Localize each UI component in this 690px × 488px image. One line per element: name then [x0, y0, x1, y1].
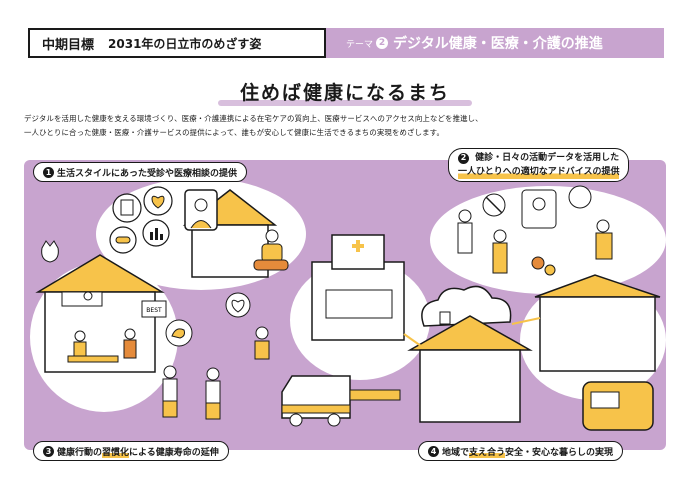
callout-4-text-a: 地域で	[442, 447, 470, 458]
vision-label: 2031年の日立市のめざす姿	[108, 36, 262, 51]
theme-title: デジタル健康・医療・介護の推進	[393, 36, 603, 52]
doctor-video-call-icon	[184, 189, 218, 231]
running-person-icon	[254, 326, 270, 360]
hospital-icon	[311, 234, 405, 341]
header-theme-box: テーマ 2 デジタル健康・医療・介護の推進	[326, 28, 664, 58]
family-at-table-icon	[67, 328, 137, 363]
exercise-sign-icon	[568, 185, 592, 209]
community-bus-icon	[582, 381, 654, 431]
exercise-people-icon	[162, 365, 221, 420]
page-header: 中期目標 2031年の日立市のめざす姿 テーマ 2 デジタル健康・医療・介護の推…	[28, 28, 664, 58]
goal-label: 中期目標	[42, 37, 95, 53]
page-title: 住めば健康になるまち	[239, 82, 450, 104]
cat-icon	[41, 240, 59, 263]
no-smoking-icon	[482, 193, 506, 217]
callout-4-number: 4	[428, 445, 439, 457]
title-underline	[218, 100, 472, 106]
chat-bubble-heart-icon-2	[225, 292, 251, 318]
callout-2: 2 健診・日々の活動データを活用した 一人ひとりへの適切なアドバイスの提供	[448, 148, 630, 182]
description: デジタルを活用した健康を支える環境づくり、医療・介護連携による在宅ケアの質向上、…	[24, 112, 674, 140]
advisor-screen-icon	[521, 189, 557, 229]
chat-bubble-chart-icon	[142, 219, 170, 247]
person-sitting-icon	[253, 229, 289, 271]
callout-2-line-1-text: 健診・日々の活動データを活用した	[475, 153, 620, 163]
chat-bubble-muscle-icon	[165, 319, 193, 347]
best-sign-label: BEST	[146, 307, 162, 314]
food-icon	[531, 256, 556, 276]
callout-1: 1 生活スタイルにあった受診や医療相談の提供	[33, 162, 248, 182]
chat-bubble-heart-icon	[143, 186, 173, 216]
callout-3-text-b: 習慣化	[102, 444, 130, 458]
callout-4-text-b: 支え合う	[469, 444, 506, 458]
description-line-1: デジタルを活用した健康を支える環境づくり、医療・介護連携による在宅ケアの質向上、…	[24, 114, 483, 123]
callout-3-text-c: による健康寿命の延伸	[129, 447, 219, 458]
cloud-data-icon	[421, 285, 512, 327]
stretcher-icon	[349, 389, 401, 401]
callout-1-text: 生活スタイルにあった受診や医療相談の提供	[57, 168, 238, 179]
callout-3: 3 健康行動の 習慣化 による健康寿命の延伸	[33, 441, 229, 461]
day-care-building-icon	[534, 274, 661, 372]
theme-label: テーマ	[346, 39, 374, 50]
description-line-2: 一人ひとりに合った健康・医療・介護サービスの提供によって、誰もが安心して健康に生…	[24, 128, 444, 137]
callout-2-number: 2	[458, 152, 469, 164]
best-sign-icon: BEST	[141, 300, 167, 318]
chat-bubble-pills-icon	[109, 226, 137, 254]
community-house-icon	[407, 315, 533, 423]
callout-3-number: 3	[43, 445, 54, 457]
chat-bubble-document-icon	[112, 193, 142, 223]
theme-number: 2	[376, 37, 389, 49]
callout-4: 4 地域で 支え合う 安全・安心な暮らしの実現	[418, 441, 624, 461]
callout-3-text-a: 健康行動の	[57, 447, 103, 458]
light-ray-lines	[403, 317, 541, 347]
callout-2-line-1: 2 健診・日々の活動データを活用した	[458, 151, 619, 165]
header-goal-box: 中期目標 2031年の日立市のめざす姿	[28, 28, 326, 58]
callout-2-line-2: 一人ひとりへの適切なアドバイスの提供	[458, 165, 620, 179]
ambulance-icon	[281, 375, 351, 427]
callout-1-number: 1	[43, 166, 54, 178]
callout-4-text-c: 安全・安心な暮らしの実現	[505, 447, 614, 458]
walking-people-icon	[457, 209, 613, 274]
